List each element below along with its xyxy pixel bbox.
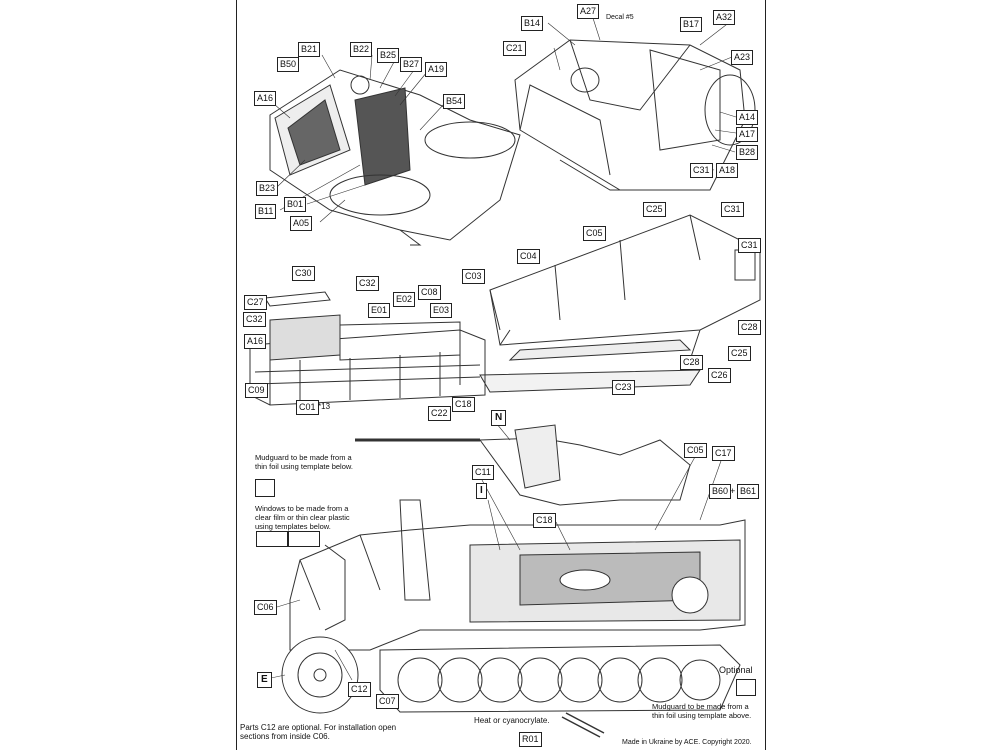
label-a23: A23 [731, 50, 754, 65]
label-c06: C06 [254, 600, 277, 615]
label-c05: C05 [684, 443, 707, 458]
label-b61: B61 [737, 484, 760, 499]
label-b27: B27 [400, 57, 423, 72]
label-e03: E03 [430, 303, 453, 318]
plus-sign: + [730, 486, 736, 496]
label-c30: C30 [292, 266, 315, 281]
label-c09: C09 [245, 383, 268, 398]
label-b50: B50 [277, 57, 300, 72]
label-c22: C22 [428, 406, 451, 421]
label-c08: C08 [418, 285, 441, 300]
note-mudguard-bottom: Mudguard to be made from a thin foil usi… [652, 702, 752, 720]
label-c31-right2: C31 [738, 238, 761, 253]
label-b21: B21 [298, 42, 321, 57]
label-b22: B22 [350, 42, 373, 57]
label-c03: C03 [462, 269, 485, 284]
label-b25: B25 [377, 48, 400, 63]
label-c05-mid: C05 [583, 226, 606, 241]
label-n: N [491, 410, 507, 426]
label-a32: A32 [713, 10, 736, 25]
label-a18: A18 [716, 163, 739, 178]
label-c31-right1: C31 [721, 202, 744, 217]
label-a14: A14 [736, 110, 759, 125]
label-c25-b: C25 [728, 346, 751, 361]
label-c18-b: C18 [533, 513, 556, 528]
label-c01: C01 [296, 400, 319, 415]
label-e: E [257, 672, 272, 688]
note-windows: Windows to be made from a clear film or … [255, 504, 350, 531]
label-c21: C21 [503, 41, 526, 56]
note-parts-c12: Parts C12 are optional. For installation… [240, 723, 397, 741]
c01-note: *13 [318, 402, 331, 411]
label-c27: C27 [244, 295, 267, 310]
label-e02: E02 [393, 292, 416, 307]
label-r01: R01 [519, 732, 542, 747]
template-window-1 [256, 531, 288, 547]
label-b01: B01 [284, 197, 307, 212]
label-a19: A19 [425, 62, 448, 77]
label-c23: C23 [612, 380, 635, 395]
template-optional-box [736, 679, 756, 696]
label-c28-b: C28 [680, 355, 703, 370]
label-c28-a: C28 [738, 320, 761, 335]
label-c18-a: C18 [452, 397, 475, 412]
label-c31-top: C31 [690, 163, 713, 178]
label-e01: E01 [368, 303, 391, 318]
label-b17: B17 [680, 17, 703, 32]
label-c11: C11 [472, 465, 494, 480]
label-c32-b: C32 [243, 312, 266, 327]
cab-interior-drawing [269, 69, 521, 246]
label-c04: C04 [517, 249, 540, 264]
full-vehicle-drawing [281, 424, 746, 714]
label-a05: A05 [290, 216, 313, 231]
label-a16-b: A16 [244, 334, 267, 349]
template-mudguard-box [255, 479, 275, 497]
label-c25-top: C25 [643, 202, 666, 217]
label-b14: B14 [521, 16, 544, 31]
cargo-bed-drawing [249, 291, 486, 406]
label-b11: B11 [255, 204, 277, 219]
r01-part-drawing [561, 712, 605, 738]
label-a17: A17 [736, 127, 759, 142]
rear-bed-frame-drawing [479, 214, 761, 393]
note-mudguard-top: Mudguard to be made from a thin foil usi… [255, 453, 353, 471]
label-c12: C12 [348, 682, 371, 697]
label-c17: C17 [712, 446, 735, 461]
label-a27: A27 [577, 4, 600, 19]
label-b60: B60 [709, 484, 732, 499]
template-window-2 [288, 531, 320, 547]
label-c07: C07 [376, 694, 399, 709]
note-optional: Optional [719, 665, 753, 675]
label-b28: B28 [736, 145, 759, 160]
label-c26: C26 [708, 368, 731, 383]
note-heat: Heat or cyanocrylate. [474, 716, 550, 725]
label-c32-a: C32 [356, 276, 379, 291]
decal-label: Decal #5 [606, 14, 634, 21]
label-i: I [476, 483, 487, 499]
label-b23: B23 [256, 181, 279, 196]
label-a16: A16 [254, 91, 277, 106]
copyright: Made in Ukraine by ACE. Copyright 2020. [622, 739, 752, 746]
label-b54: B54 [443, 94, 466, 109]
